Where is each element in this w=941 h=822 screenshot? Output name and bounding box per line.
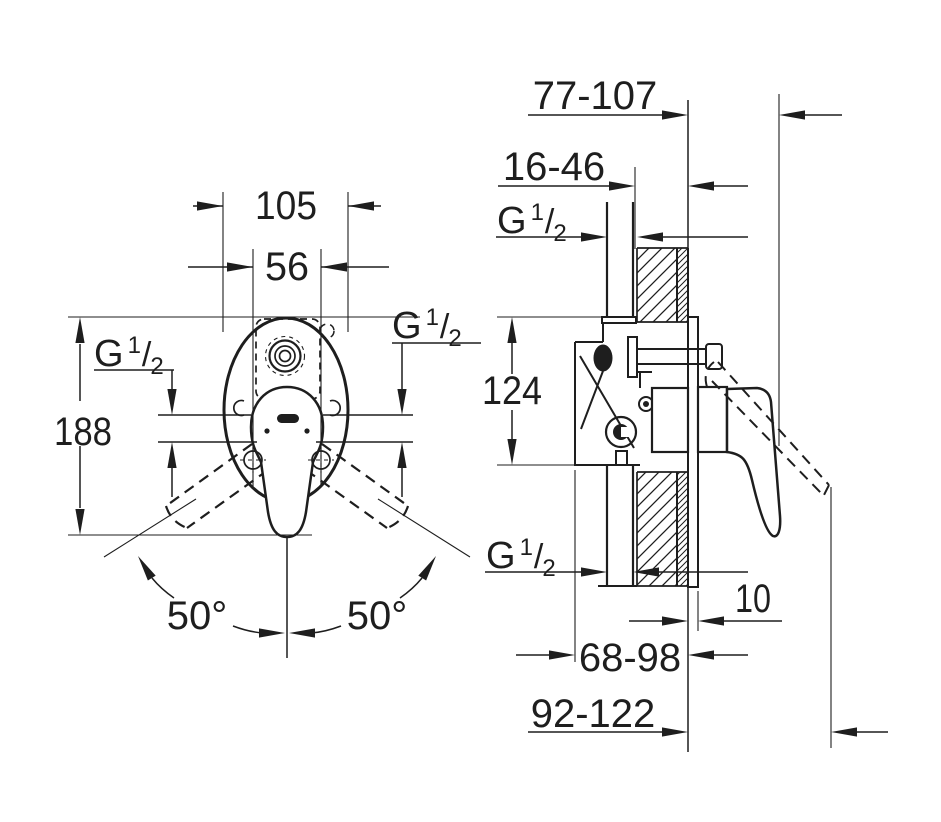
dim-plate-width-label: 105 (255, 184, 317, 228)
dim-projection-handle-down: 77-107 (528, 74, 842, 120)
dim-plate-thickness-label: 10 (735, 577, 771, 621)
dim-plate-width: 105 (193, 184, 381, 332)
dim-rough-in-depth-label: 68-98 (579, 636, 681, 680)
escutcheon-side (687, 316, 699, 588)
dim-projection-handle-up: 92-122 (528, 692, 888, 737)
swing-angle-right-label: 50° (347, 594, 408, 638)
supply-pipe-top (601, 202, 637, 324)
swing-angle-annotation: 50° 50° (103, 498, 471, 658)
handle-slot (277, 414, 299, 423)
handle-raised-outline (704, 361, 830, 496)
supply-pipe-lines (158, 414, 413, 443)
dim-finished-wall-range: 16-46 (498, 145, 748, 249)
handle-side (725, 386, 782, 538)
outlet-pipe-bottom (598, 465, 637, 587)
handle-hub-side (696, 385, 729, 454)
fixing-bolt (593, 336, 723, 378)
top-port-boss (264, 335, 306, 377)
swing-angle-left-label: 50° (167, 594, 228, 638)
dim-escutcheon-thickness: 10 (629, 577, 782, 631)
lever-handle (249, 385, 325, 539)
dim-screw-spacing-label: 56 (265, 245, 309, 289)
dim-wall-range-label: 16-46 (503, 145, 605, 189)
dim-screw-spacing: 56 (188, 245, 389, 487)
dim-overall-height-label: 188 (54, 410, 112, 454)
finished-wall-section (636, 247, 689, 587)
handle-swing-positions (164, 443, 410, 530)
dim-body-height-label: 124 (482, 369, 542, 413)
dim-projection-down-label: 77-107 (533, 74, 658, 118)
dim-projection-up-label: 92-122 (531, 692, 656, 736)
cartridge-block (650, 386, 690, 454)
dim-body-height: 124 (482, 316, 601, 466)
rough-in-bracket (574, 323, 654, 466)
dim-rough-in-depth: 68-98 (516, 470, 748, 680)
dim-overall-height: 188 (54, 316, 420, 536)
